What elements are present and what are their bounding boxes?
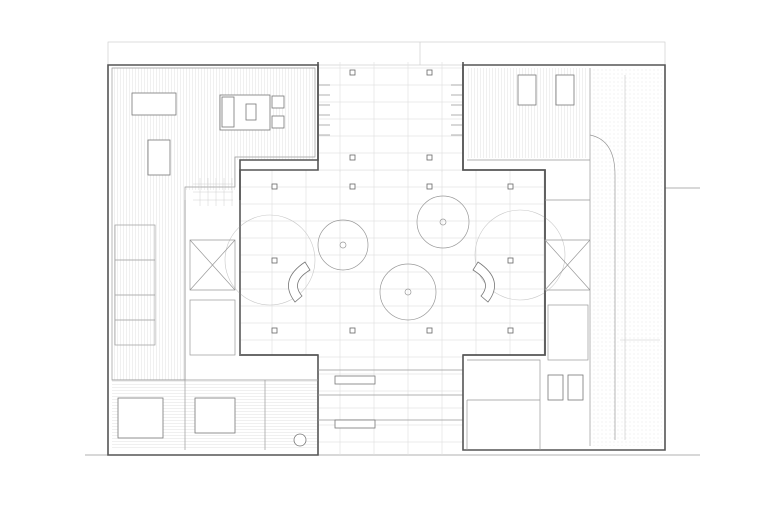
left-wing <box>107 64 319 456</box>
right-wing <box>462 64 666 451</box>
trees <box>224 195 566 321</box>
columns <box>271 69 514 334</box>
furniture <box>117 92 307 447</box>
courtyard <box>224 62 566 455</box>
spiral-stair-right <box>472 261 495 303</box>
steps-top <box>318 84 463 136</box>
bottom-block <box>318 369 463 429</box>
spiral-stair-left <box>288 261 311 303</box>
